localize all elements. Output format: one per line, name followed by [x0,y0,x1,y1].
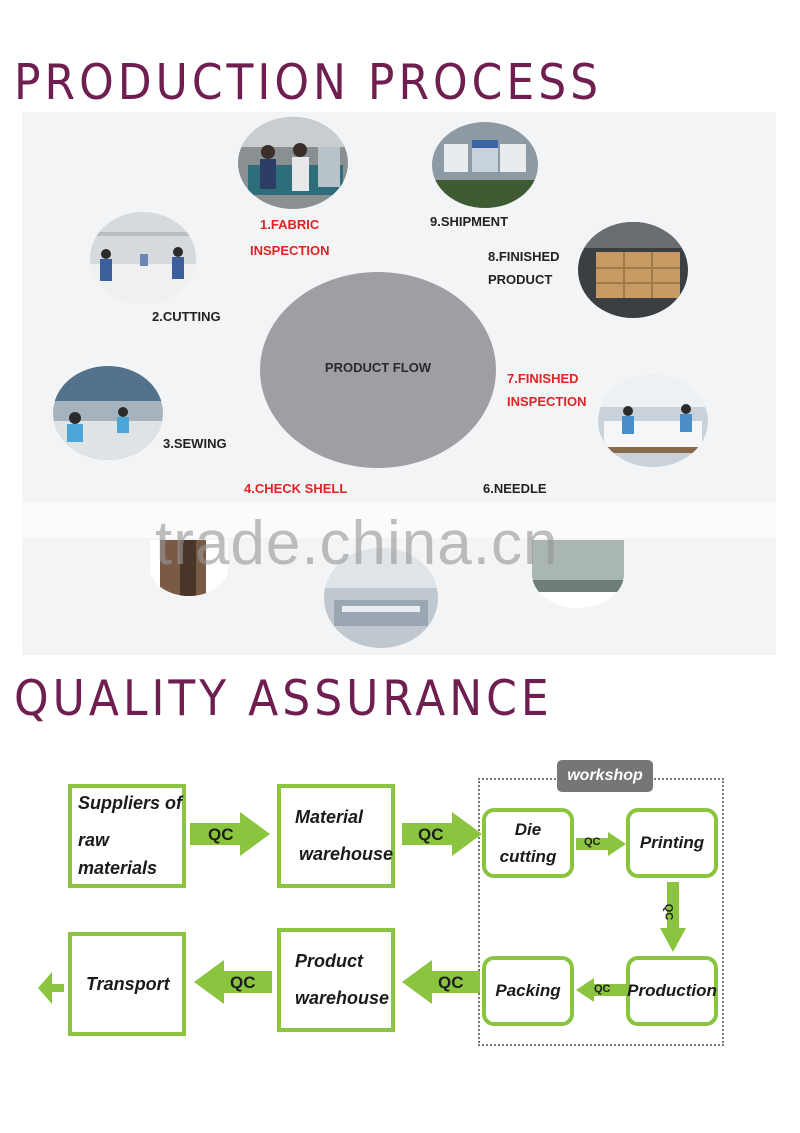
production-process-title: PRODUCTION PROCESS [14,54,603,112]
arrow-right-icon [190,812,270,856]
printing-box: Printing [626,808,718,878]
arrow-left-icon [576,978,626,1002]
qc-label: QC [418,825,444,844]
product-flow-hub: PRODUCT FLOW [260,272,496,468]
step-cutting: 2.CUTTING [152,305,221,328]
finished-product-photo [578,222,688,318]
transport-box: Transport [68,932,186,1036]
hub-label: PRODUCT FLOW [324,360,432,375]
box-text-line: Suppliers of [78,792,183,813]
step-text: 2.CUTTING [152,309,221,324]
sewing-photo [53,366,163,460]
box-text: Production [627,981,717,1001]
step-text-line: INSPECTION [250,243,330,258]
step-text: 9.SHIPMENT [430,214,509,229]
qc-label: QC [438,973,464,992]
step-text: 6.NEEDLE [483,481,547,496]
step-text-line: 7.FINISHED [507,371,579,386]
qc-label: QC [230,973,256,992]
fabric-inspection-photo [238,117,348,209]
step-text-line: 1.FABRIC [260,217,320,232]
workshop-tag: workshop [557,760,653,792]
box-text: Printing [639,833,705,853]
step-text: 3.SEWING [163,436,227,451]
material-warehouse-box: Material warehouse [277,784,395,888]
suppliers-box: Suppliers of raw materials [68,784,186,888]
needle-photo [532,540,624,608]
box-text-line: Material [295,807,364,828]
die-cutting-box: Die cutting [482,808,574,878]
box-text: Die cutting [499,819,557,866]
step-text-line: PRODUCT [488,272,553,287]
quality-assurance-title: QUALITY ASSURANCE [14,670,553,728]
box-text-line: raw materials [78,829,158,879]
step-text: 4.CHECK SHELL [244,481,348,496]
arrow-right-icon [402,812,482,856]
panel-divider-strip [22,502,776,538]
step-text-line: 8.FINISHED [488,249,560,264]
box-text-line: warehouse [295,988,390,1008]
step-finished-product: 8.FINISHED PRODUCT [488,245,560,291]
cutting-photo [90,212,196,304]
arrow-left-icon [194,960,272,1004]
step-fabric-inspection: 1.FABRIC INSPECTION [250,213,329,262]
step-sewing: 3.SEWING [163,432,227,455]
qc-label: QC [584,836,601,848]
product-warehouse-box: Product warehouse [277,928,395,1032]
watermark: trade.china.cn [155,509,559,578]
arrow-left-icon [402,960,480,1004]
step-check-shell: 4.CHECK SHELL [244,477,347,500]
packing-box: Packing [482,956,574,1026]
qc-label: QC [662,903,675,921]
needle-check-photo [324,548,438,648]
qc-label: QC [594,983,611,995]
step-finished-inspection: 7.FINISHED INSPECTION [507,367,586,413]
qc-label: QC [208,825,234,844]
step-text-line: INSPECTION [507,394,587,409]
shipment-photo [432,122,538,208]
box-text: Packing [495,981,561,1001]
box-text-line: Product [295,951,364,972]
box-text: Transport [86,973,170,994]
check-shell-photo [150,540,228,596]
production-box: Production [626,956,718,1026]
arrow-down-icon [660,882,686,952]
finished-inspection-photo [598,375,708,467]
step-needle: 6.NEEDLE [483,477,547,500]
arrow-left-icon [38,972,64,1004]
box-text-line: warehouse [299,844,394,864]
step-shipment: 9.SHIPMENT [430,210,508,233]
arrow-right-icon [576,832,626,856]
